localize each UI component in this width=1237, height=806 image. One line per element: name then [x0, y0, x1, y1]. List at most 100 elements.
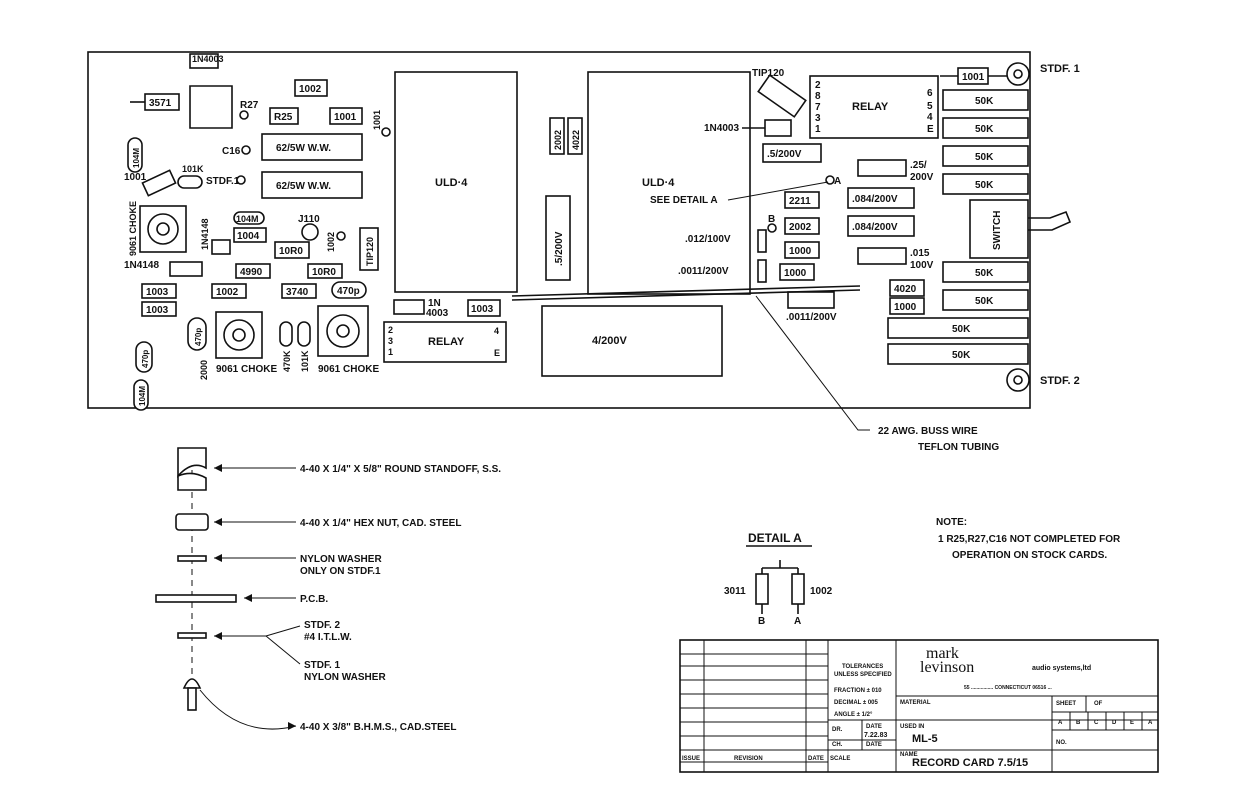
svg-text:3: 3 [815, 113, 821, 124]
resistor-4022-vert [567, 117, 583, 155]
svg-text:1N4148: 1N4148 [124, 260, 159, 271]
cap-104m-left [127, 137, 143, 173]
svg-text:levinson: levinson [920, 659, 974, 676]
svg-text:DECIMAL ± 005: DECIMAL ± 005 [834, 700, 879, 706]
callout-line1: 22 AWG. BUSS WIRE [878, 426, 978, 437]
hw-itlw-label: #4 I.T.L.W. [304, 632, 352, 643]
svg-text:3: 3 [388, 336, 393, 346]
standoff-stdf2 [1006, 368, 1030, 392]
resistor-50k-stack-top: 50K 50K 50K 50K [942, 89, 1029, 195]
relay-top-pins-right: 6 5 4 E [927, 88, 934, 135]
cap-25-200 [857, 159, 907, 177]
note-line1: 1 R25,R27,C16 NOT COMPLETED FOR [938, 534, 1121, 545]
note-title: NOTE: [936, 517, 967, 528]
cap-015 [857, 247, 907, 265]
switch-block [969, 199, 1029, 259]
svg-text:1N: 1N [428, 298, 441, 309]
svg-text:.25/: .25/ [910, 160, 927, 171]
diode-1n4003-mid [764, 119, 792, 137]
svg-text:1002: 1002 [299, 84, 322, 95]
resistor-10r0-b [307, 263, 343, 279]
title-block [679, 639, 1159, 773]
uld-right-label: ULD·4 [642, 177, 675, 189]
svg-text:1003: 1003 [471, 304, 494, 315]
svg-text:4: 4 [494, 326, 499, 336]
cap-104m-mid [233, 211, 265, 225]
svg-text:1001: 1001 [962, 72, 985, 83]
svg-text:470p: 470p [141, 350, 150, 368]
diode-1n4003-mid-label: 1N4003 [704, 123, 739, 134]
svg-text:.0011/200V: .0011/200V [786, 312, 837, 323]
cap-0011-left-label: .0011/200V [678, 266, 729, 277]
hw-hexnut-label: 4-40 X 1/4" HEX NUT, CAD. STEEL [300, 518, 461, 529]
resistor-1000-b [779, 263, 815, 281]
svg-text:2: 2 [815, 80, 821, 91]
svg-text:50K: 50K [952, 350, 971, 361]
drawing-name: RECORD CARD 7.5/15 [912, 757, 1028, 769]
svg-text:7: 7 [815, 102, 821, 113]
svg-text:STDF.1: STDF.1 [206, 176, 240, 187]
svg-text:.084/200V: .084/200V [852, 222, 898, 233]
choke-trimmer-left [139, 205, 187, 253]
note-line2: OPERATION ON STOCK CARDS. [952, 550, 1107, 561]
transistor-j110 [301, 223, 319, 241]
svg-text:4003: 4003 [426, 308, 449, 319]
svg-text:D: D [1112, 720, 1117, 726]
svg-text:5: 5 [927, 101, 933, 112]
svg-text:1000: 1000 [784, 268, 807, 279]
svg-text:DATE: DATE [808, 756, 824, 762]
resistor-1000-a [784, 241, 820, 259]
cap-0011-bottom [787, 291, 835, 309]
title-grid-letters: A B C D E A [1058, 720, 1153, 726]
svg-text:50K: 50K [975, 268, 994, 279]
resistor-1003-a [141, 283, 177, 299]
resistor-2211 [784, 191, 820, 209]
relay-top-pins-left: 2 8 7 3 1 [815, 80, 821, 135]
svg-text:104M: 104M [138, 386, 147, 406]
svg-text:1001: 1001 [124, 172, 147, 183]
svg-text:62/5W W.W.: 62/5W W.W. [276, 181, 331, 192]
detail-left-value: 3011 [724, 586, 746, 597]
svg-text:6: 6 [927, 88, 933, 99]
company-logo: mark levinson [920, 645, 974, 676]
svg-text:4: 4 [927, 112, 933, 123]
svg-text:B: B [768, 214, 775, 225]
svg-text:1002: 1002 [216, 287, 239, 298]
svg-text:A: A [834, 176, 841, 187]
svg-text:1001: 1001 [372, 110, 382, 130]
svg-text:10R0: 10R0 [279, 246, 303, 257]
diode-1n4003-low [393, 299, 425, 315]
cap-5-200-top [762, 143, 822, 163]
svg-text:ANGLE ± 1/2°: ANGLE ± 1/2° [834, 712, 873, 718]
svg-text:1000: 1000 [894, 302, 917, 313]
resistor-4020 [889, 279, 925, 297]
choke-trimmer-right [317, 305, 369, 357]
svg-text:ISSUE: ISSUE [682, 756, 700, 762]
detail-node-a: A [794, 616, 801, 627]
r27-pad [239, 110, 249, 120]
uld-left-block [394, 71, 518, 293]
test-point-a [825, 175, 835, 185]
cap-101k [177, 175, 203, 189]
svg-text:C: C [1094, 720, 1099, 726]
svg-text:B: B [1076, 720, 1081, 726]
hw-nylon-label: NYLON WASHER [304, 672, 386, 683]
svg-text:104M: 104M [132, 148, 141, 168]
svg-text:50K: 50K [975, 152, 994, 163]
cap-0011-left [757, 259, 767, 283]
svg-text:J110: J110 [298, 214, 320, 225]
svg-text:CH.: CH. [832, 742, 843, 748]
resistor-1001-left [329, 107, 363, 125]
svg-text:470p: 470p [194, 328, 203, 346]
resistor-1003-low [467, 299, 501, 317]
resistor-1004 [233, 227, 267, 243]
svg-text:1: 1 [815, 124, 821, 135]
svg-text:MATERIAL: MATERIAL [900, 700, 931, 706]
svg-text:3571: 3571 [149, 98, 172, 109]
uld-left-label: ULD·4 [435, 177, 468, 189]
resistor-1003-b [141, 301, 177, 317]
detail-right-value: 1002 [810, 586, 833, 597]
cap-5-200-vert [545, 195, 571, 281]
svg-text:50K: 50K [975, 180, 994, 191]
choke-a-label: 9061 CHOKE [216, 364, 277, 375]
